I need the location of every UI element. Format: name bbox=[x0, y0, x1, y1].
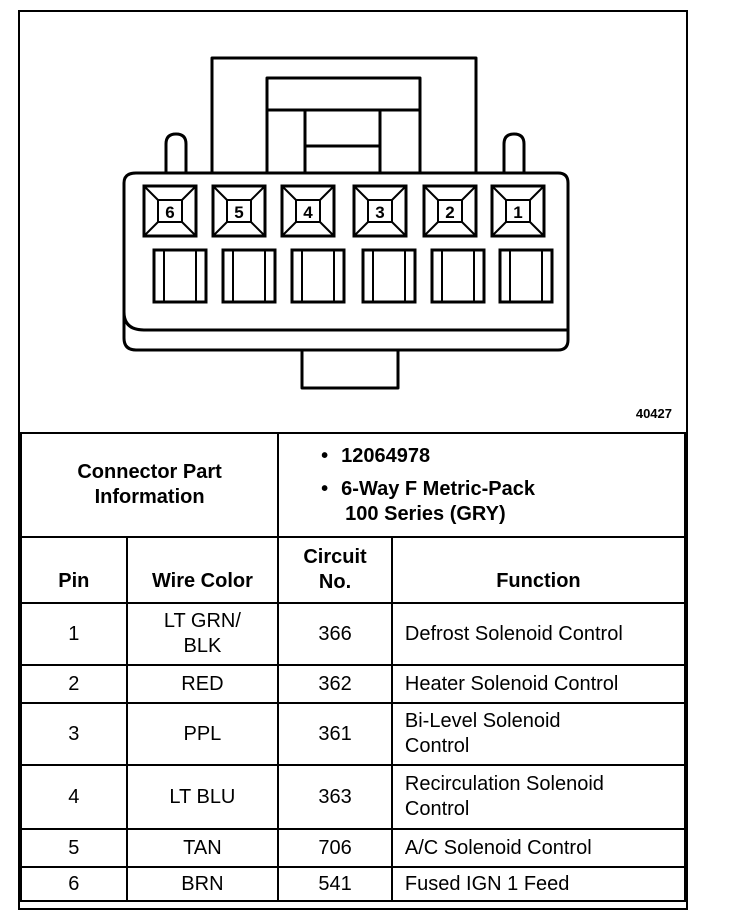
info-label-line1: Connector Part bbox=[77, 461, 222, 483]
wire-color-cell: PPL bbox=[125, 702, 280, 766]
pin-cavities-upper bbox=[142, 184, 546, 238]
pin-label-4: 4 bbox=[303, 203, 313, 222]
header-circuit-line2: No. bbox=[318, 571, 352, 593]
function-cell: Defrost Solenoid Control bbox=[390, 602, 687, 666]
info-label-line2: Information bbox=[94, 486, 205, 508]
wire-color-line2: BLK bbox=[183, 635, 222, 657]
function-line1: Bi-Level Solenoid bbox=[404, 710, 561, 732]
wire-color-cell: LT GRN/ BLK bbox=[125, 602, 280, 666]
connector-table: Connector Part Information • 12064978 • 6-… bbox=[19, 432, 687, 902]
wire-color-line1: LT GRN/ bbox=[163, 610, 241, 632]
pin-label-2: 2 bbox=[445, 203, 454, 222]
header-pin: Pin bbox=[20, 536, 128, 604]
left-tab bbox=[164, 132, 188, 173]
wire-color-cell: LT BLU bbox=[125, 764, 280, 830]
function-cell: A/C Solenoid Control bbox=[390, 828, 687, 868]
table-row: 6 BRN 541 Fused IGN 1 Feed bbox=[20, 866, 687, 902]
circuit-cell: 541 bbox=[277, 866, 393, 902]
right-tab bbox=[502, 132, 526, 173]
part-number: 12064978 bbox=[341, 444, 431, 467]
connector-description-line1: 6-Way F Metric-Pack bbox=[341, 477, 535, 500]
circuit-cell: 361 bbox=[277, 702, 393, 766]
circuit-cell: 366 bbox=[277, 602, 393, 666]
pin-label-3: 3 bbox=[375, 203, 384, 222]
circuit-cell: 362 bbox=[277, 664, 393, 704]
wire-color-cell: BRN bbox=[125, 866, 280, 902]
function-cell: Fused IGN 1 Feed bbox=[390, 866, 687, 902]
connector-info-row: Connector Part Information • 12064978 • 6-… bbox=[19, 432, 686, 538]
latch-outer bbox=[210, 56, 478, 173]
circuit-cell: 706 bbox=[277, 828, 393, 868]
pin-label-1: 1 bbox=[513, 203, 522, 222]
pin-cell: 3 bbox=[20, 702, 128, 766]
terminal-slots bbox=[152, 248, 554, 304]
body-ledge bbox=[122, 311, 568, 332]
table-row: 4 LT BLU 363 Recirculation Solenoid Cont… bbox=[20, 764, 687, 830]
table-row: 2 RED 362 Heater Solenoid Control bbox=[20, 664, 687, 704]
circuit-cell: 363 bbox=[277, 764, 393, 830]
header-circuit: Circuit No. bbox=[277, 536, 393, 604]
bullet-icon: • bbox=[321, 444, 329, 467]
table-row: 5 TAN 706 A/C Solenoid Control bbox=[20, 828, 687, 868]
connector-document: 6 5 4 3 2 1 40427 bbox=[18, 10, 688, 910]
connector-description-line2: 100 Series (GRY) bbox=[345, 502, 506, 525]
pin-cell: 2 bbox=[20, 664, 128, 704]
bottom-key bbox=[300, 350, 400, 390]
header-circuit-line1: Circuit bbox=[303, 546, 367, 568]
table-row: 1 LT GRN/ BLK 366 Defrost Solenoid Contr… bbox=[20, 602, 687, 666]
pin-label-6: 6 bbox=[165, 203, 174, 222]
connector-info-label: Connector Part Information bbox=[19, 432, 280, 538]
pin-cell: 4 bbox=[20, 764, 128, 830]
pin-cavity-chamfers bbox=[143, 185, 545, 237]
header-function: Function bbox=[390, 536, 687, 604]
function-cell: Bi-Level Solenoid Control bbox=[390, 702, 687, 766]
connector-info-values: • 12064978 • 6-Way F Metric-Pack 100 Serie… bbox=[277, 432, 686, 538]
function-line2: Control bbox=[404, 798, 470, 820]
wire-color-cell: RED bbox=[125, 664, 280, 704]
pin-number-boxes bbox=[157, 199, 531, 223]
function-line2: Control bbox=[404, 735, 470, 757]
figure-id: 40427 bbox=[635, 406, 672, 421]
header-wire-color: Wire Color bbox=[125, 536, 280, 604]
pin-label-5: 5 bbox=[234, 203, 243, 222]
latch-inner bbox=[265, 76, 422, 173]
connector-body bbox=[122, 171, 570, 352]
pin-cell: 5 bbox=[20, 828, 128, 868]
function-line1: Recirculation Solenoid bbox=[404, 773, 604, 795]
pin-cell: 6 bbox=[20, 866, 128, 902]
table-row: 3 PPL 361 Bi-Level Solenoid Control bbox=[20, 702, 687, 766]
wire-color-cell: TAN bbox=[125, 828, 280, 868]
function-cell: Recirculation Solenoid Control bbox=[390, 764, 687, 830]
pin-cell: 1 bbox=[20, 602, 128, 666]
bullet-icon: • bbox=[321, 477, 329, 500]
connector-drawing: 6 5 4 3 2 1 bbox=[122, 56, 570, 390]
function-cell: Heater Solenoid Control bbox=[390, 664, 687, 704]
table-header-row: Pin Wire Color Circuit No. Function bbox=[20, 536, 687, 604]
terminal-slot-details bbox=[163, 250, 543, 302]
